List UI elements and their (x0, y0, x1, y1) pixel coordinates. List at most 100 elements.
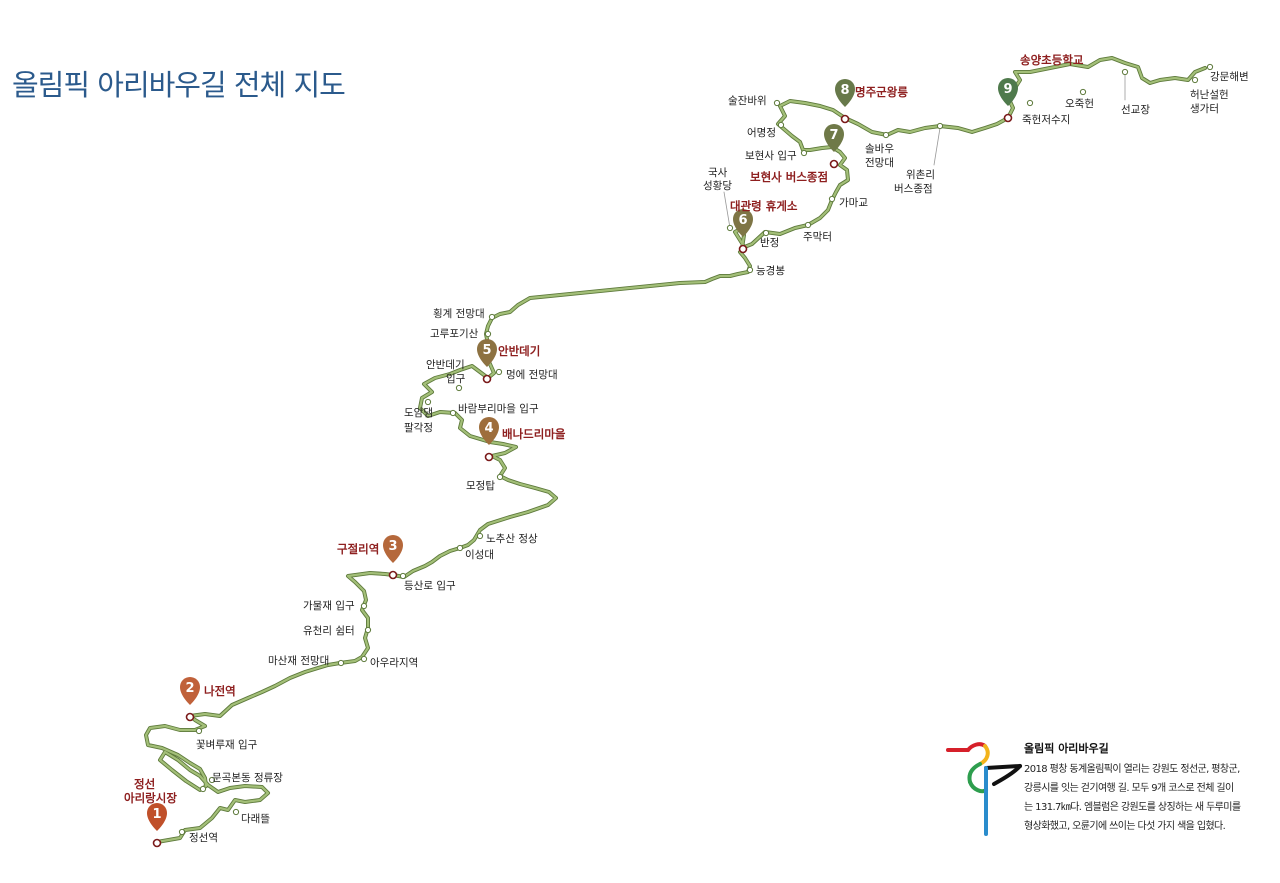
point-label: 안반데기 (426, 359, 465, 371)
point-labels: 정선역 다래뜰 문곡본동 정류장 꽃벼루재 입구 마산재 전망대 아우라지역 유… (189, 70, 1249, 844)
point-dot (360, 655, 368, 663)
station-marker-8[interactable]: 8 (835, 79, 855, 124)
trail-route (144, 56, 1207, 844)
point-dot (424, 398, 432, 406)
route-line-fill (144, 56, 1207, 844)
point-label: 주막터 (803, 231, 832, 243)
station-markers: 1 2 3 4 5 6 7 (147, 78, 1018, 848)
point-dot (456, 544, 464, 552)
point-dot (746, 266, 754, 274)
info-box: 올림픽 아리바우길 2018 평창 동계올림픽이 열리는 강원도 정선군, 평창… (1024, 740, 1274, 836)
point-dot (360, 602, 368, 610)
point-dot (208, 776, 216, 784)
point-dot (399, 572, 407, 580)
point-dot (804, 221, 812, 229)
point-dot (199, 785, 207, 793)
point-label: 정선역 (189, 832, 218, 844)
station-labels: 정선 아리랑시장 나전역 구절리역 배나드리마을 안반데기 대관령 휴게소 보현… (124, 53, 1084, 805)
olympic-aribau-emblem (946, 742, 1022, 836)
point-dot (178, 828, 186, 836)
station-marker-1[interactable]: 1 (147, 803, 167, 848)
station-label-2: 나전역 (204, 684, 236, 698)
station-label-6: 대관령 휴게소 (730, 199, 798, 213)
point-label: 가물재 입구 (303, 599, 355, 612)
point-dot (828, 195, 836, 203)
point-label: 술잔바위 (728, 94, 767, 107)
station-marker-4[interactable]: 4 (479, 417, 499, 462)
station-number: 3 (388, 539, 397, 554)
point-dot (936, 122, 944, 130)
point-label: 반정 (760, 237, 779, 249)
point-label: 어명정 (747, 127, 776, 139)
station-marker-5[interactable]: 5 (477, 339, 497, 384)
point-dot (1026, 99, 1034, 107)
route-line-outline (144, 56, 1207, 844)
station-label-3: 구절리역 (337, 542, 379, 556)
point-dot (777, 121, 785, 129)
point-dot (476, 532, 484, 540)
info-body: 2018 평창 동계올림픽이 열리는 강원도 정선군, 평창군, 강릉시를 잇는… (1024, 760, 1274, 836)
point-label: 이성대 (465, 549, 494, 561)
map-title: 올림픽 아리바우길 전체 지도 (12, 68, 346, 102)
point-label: 고루포기산 (430, 328, 479, 340)
point-dot (762, 229, 770, 237)
point-dots (178, 63, 1214, 836)
leader-line (933, 127, 941, 166)
point-dot (337, 659, 345, 667)
station-label-4: 배나드리마을 (502, 427, 566, 441)
info-line: 강릉시를 잇는 걷기여행 길. 모두 9개 코스로 전체 길이 (1024, 783, 1234, 794)
point-label: 선교장 (1121, 104, 1150, 116)
point-label: 솔바우 (865, 143, 894, 155)
point-dot (449, 409, 457, 417)
point-label: 다래뜰 (241, 813, 270, 825)
point-dot (882, 131, 890, 139)
point-dot (195, 727, 203, 735)
station-marker-7[interactable]: 7 (824, 124, 844, 169)
station-number: 8 (840, 83, 849, 98)
station-number: 4 (484, 421, 493, 436)
station-label-8: 명주군왕릉 (855, 85, 908, 99)
info-line: 는 131.7㎞다. 엠블럼은 강원도를 상징하는 새 두루미를 (1024, 802, 1241, 813)
point-label: 모정탑 (466, 480, 495, 492)
point-label: 멍에 전망대 (506, 369, 558, 381)
point-label: 보현사 입구 (745, 149, 797, 162)
info-line: 형상화했고, 오륜기에 쓰이는 다섯 가지 색을 입혔다. (1024, 821, 1226, 832)
station-marker-3[interactable]: 3 (383, 535, 403, 580)
point-label: 오죽헌 (1065, 98, 1094, 110)
point-label: 허난설헌 (1190, 89, 1229, 101)
point-label: 전망대 (865, 157, 894, 169)
station-marker-2[interactable]: 2 (180, 677, 200, 722)
point-dot (488, 313, 496, 321)
point-dot (726, 224, 734, 232)
point-dot (800, 149, 808, 157)
point-label: 생가터 (1190, 103, 1219, 115)
info-line: 2018 평창 동계올림픽이 열리는 강원도 정선군, 평창군, (1024, 764, 1240, 775)
station-label-5: 안반데기 (498, 344, 540, 358)
point-label: 가마교 (839, 197, 868, 209)
station-number: 2 (185, 681, 194, 696)
station-number: 6 (738, 213, 747, 228)
point-dot (455, 384, 463, 392)
station-marker-9[interactable]: 9 (998, 78, 1018, 123)
point-label: 국사 (708, 167, 728, 179)
station-label-1-line2: 아리랑시장 (124, 791, 177, 805)
point-label: 버스종점 (894, 183, 933, 195)
point-dot (495, 368, 503, 376)
point-dot (1121, 68, 1129, 76)
point-dot (484, 330, 492, 338)
point-dot (1191, 76, 1199, 84)
station-label-9: 송양초등학교 (1020, 53, 1084, 67)
station-number: 7 (829, 128, 838, 143)
point-dot (496, 473, 504, 481)
point-label: 꽃벼루재 입구 (196, 738, 258, 751)
point-label: 마산재 전망대 (268, 655, 329, 667)
point-label: 팔각정 (404, 422, 433, 434)
station-marker-6[interactable]: 6 (733, 209, 753, 254)
point-dot (1206, 63, 1214, 71)
point-label: 노추산 정상 (486, 533, 538, 545)
point-label: 유천리 쉼터 (303, 625, 355, 637)
station-label-7: 보현사 버스종점 (750, 170, 828, 184)
point-label: 능경봉 (756, 264, 785, 277)
point-label: 횡계 전망대 (433, 307, 485, 320)
point-label: 등산로 입구 (404, 579, 456, 592)
